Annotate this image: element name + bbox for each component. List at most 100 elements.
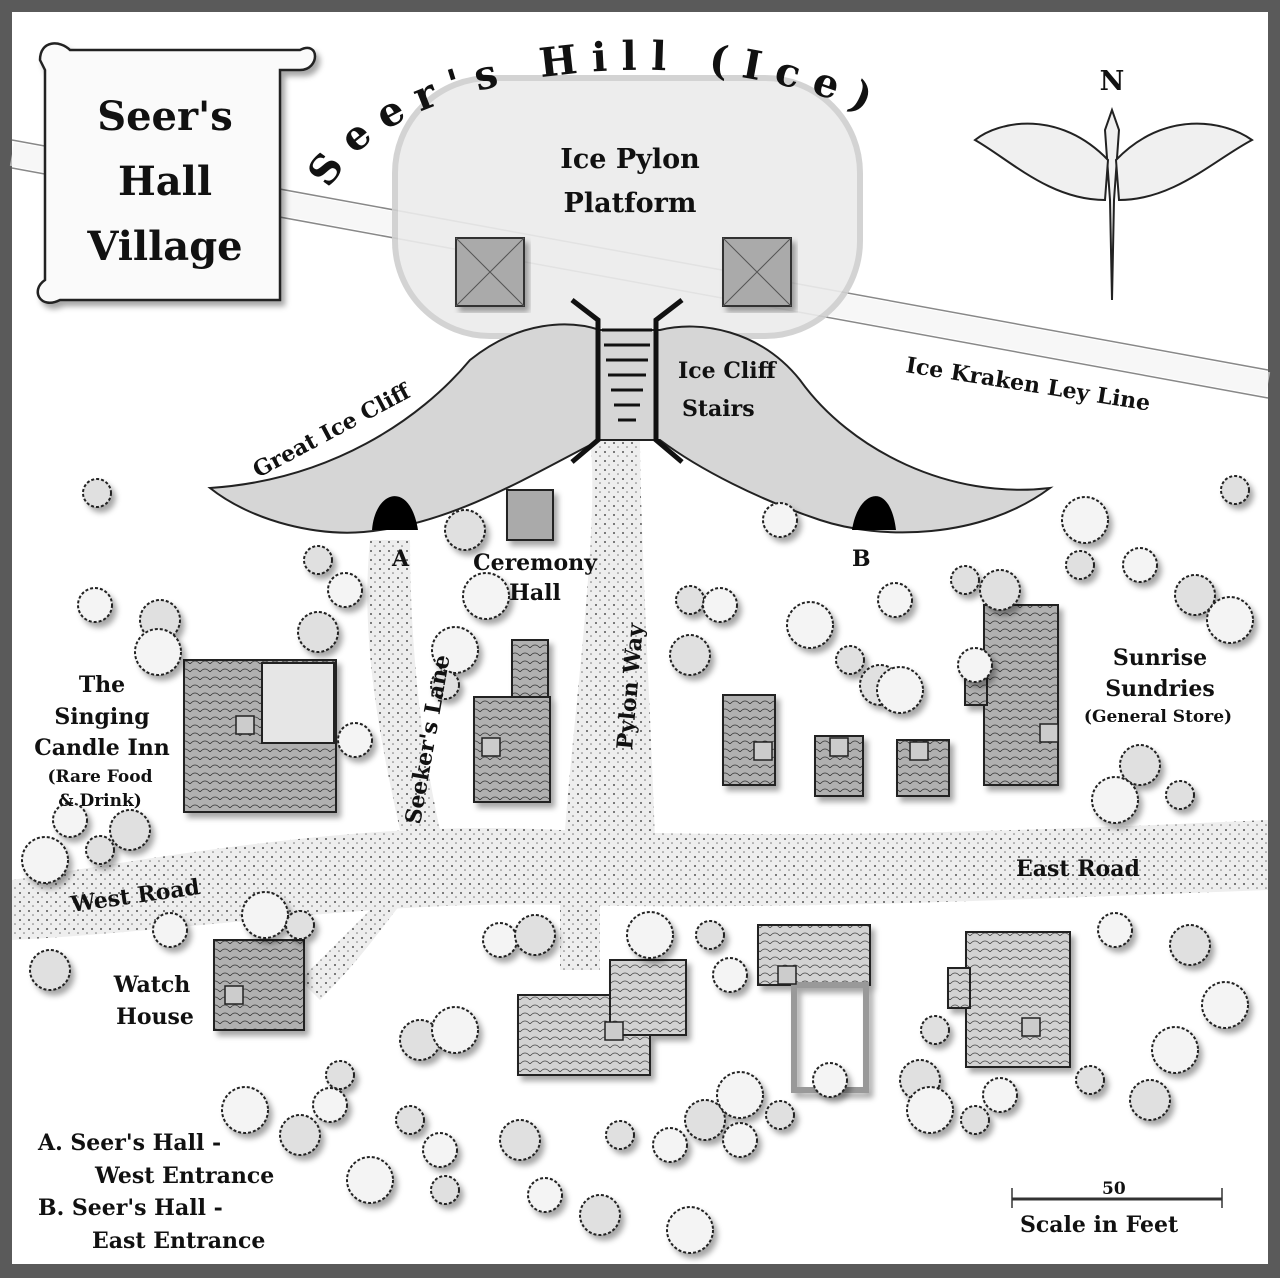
tree [960, 1105, 990, 1135]
tree [1174, 574, 1216, 616]
tree [1201, 981, 1249, 1029]
legend-line: B. Seer's Hall - [38, 1195, 223, 1221]
tree [695, 920, 725, 950]
tree [85, 835, 115, 865]
tree [666, 1206, 714, 1254]
tree [514, 914, 556, 956]
scale-label: Scale in Feet [1020, 1212, 1179, 1238]
tree [835, 645, 865, 675]
tree [221, 1086, 269, 1134]
tree [722, 1122, 758, 1158]
north-label: N [1100, 66, 1125, 97]
store-label: Sunrise [1113, 645, 1207, 671]
trees [21, 475, 1254, 1254]
tree [1061, 496, 1109, 544]
tree [325, 1060, 355, 1090]
tree [77, 587, 113, 623]
tree [906, 1086, 954, 1134]
tree [82, 478, 112, 508]
tree [337, 722, 373, 758]
inn-label: Candle Inn [34, 735, 169, 761]
title-line: Hall [118, 158, 212, 205]
store-label: Sundries [1105, 676, 1215, 702]
inn-label: The [79, 672, 125, 698]
tree [1075, 1065, 1105, 1095]
legend-line: East Entrance [92, 1228, 265, 1254]
tree [431, 1006, 479, 1054]
tree [626, 911, 674, 959]
inn-label: Singing [54, 704, 149, 730]
ceremony-hall-building [506, 489, 554, 541]
tree [346, 1156, 394, 1204]
tree [1220, 475, 1250, 505]
tree [303, 545, 333, 575]
tree [675, 585, 705, 615]
tree [762, 502, 798, 538]
tree [327, 572, 363, 608]
tree [482, 922, 518, 958]
tree [652, 1127, 688, 1163]
tree [422, 1132, 458, 1168]
tree [431, 626, 479, 674]
tree [395, 1105, 425, 1135]
tree [109, 809, 151, 851]
tree [297, 611, 339, 653]
watch-house-label: Watch [113, 972, 191, 998]
legend-line: West Entrance [94, 1163, 274, 1189]
chimneys [224, 715, 1059, 1041]
tree [982, 1077, 1018, 1113]
ceremony-hall-label: Hall [509, 580, 561, 606]
tree [1122, 547, 1158, 583]
tree [527, 1177, 563, 1213]
east-road-label: East Road [1016, 856, 1140, 882]
tree [430, 670, 460, 700]
scale-value: 50 [1102, 1179, 1126, 1199]
tree [462, 572, 510, 620]
scale-bar [1011, 1188, 1223, 1208]
tree [21, 836, 69, 884]
tree [444, 509, 486, 551]
tree [979, 569, 1021, 611]
tree [877, 582, 913, 618]
tree [29, 949, 71, 991]
tree [786, 601, 834, 649]
tree [1065, 550, 1095, 580]
ceremony-hall-label: Ceremony [473, 550, 598, 576]
roads [12, 440, 1268, 1000]
tree [716, 1071, 764, 1119]
tree [1091, 776, 1139, 824]
tree [312, 1087, 348, 1123]
stairs-label: Stairs [682, 396, 755, 422]
tree [669, 634, 711, 676]
platform-label: Platform [564, 188, 697, 219]
stairs-label: Ice Cliff [678, 358, 778, 384]
tree [1169, 924, 1211, 966]
pylon-left [455, 237, 525, 307]
tree [957, 647, 993, 683]
title-line: Seer's [97, 93, 233, 140]
entrance-b-cave [852, 496, 896, 530]
entrance-b-label: B [852, 546, 871, 572]
tree [605, 1120, 635, 1150]
tree [684, 1099, 726, 1141]
tree [579, 1194, 621, 1236]
sunrise-sundries [983, 604, 1059, 786]
tree [702, 587, 738, 623]
great-ice-cliff [207, 323, 1054, 534]
dragon-compass-icon [973, 106, 1254, 301]
tree [765, 1100, 795, 1130]
ice-cliff-stairs [570, 298, 684, 464]
tree [876, 666, 924, 714]
tree [279, 1114, 321, 1156]
tree [430, 1175, 460, 1205]
title-scroll [36, 42, 317, 304]
tree [499, 1119, 541, 1161]
buildings [183, 489, 1071, 1093]
tree [1097, 912, 1133, 948]
tree [152, 912, 188, 948]
tree [712, 957, 748, 993]
legend-line: A. Seer's Hall - [37, 1130, 221, 1156]
tree [52, 802, 88, 838]
tree [285, 910, 315, 940]
